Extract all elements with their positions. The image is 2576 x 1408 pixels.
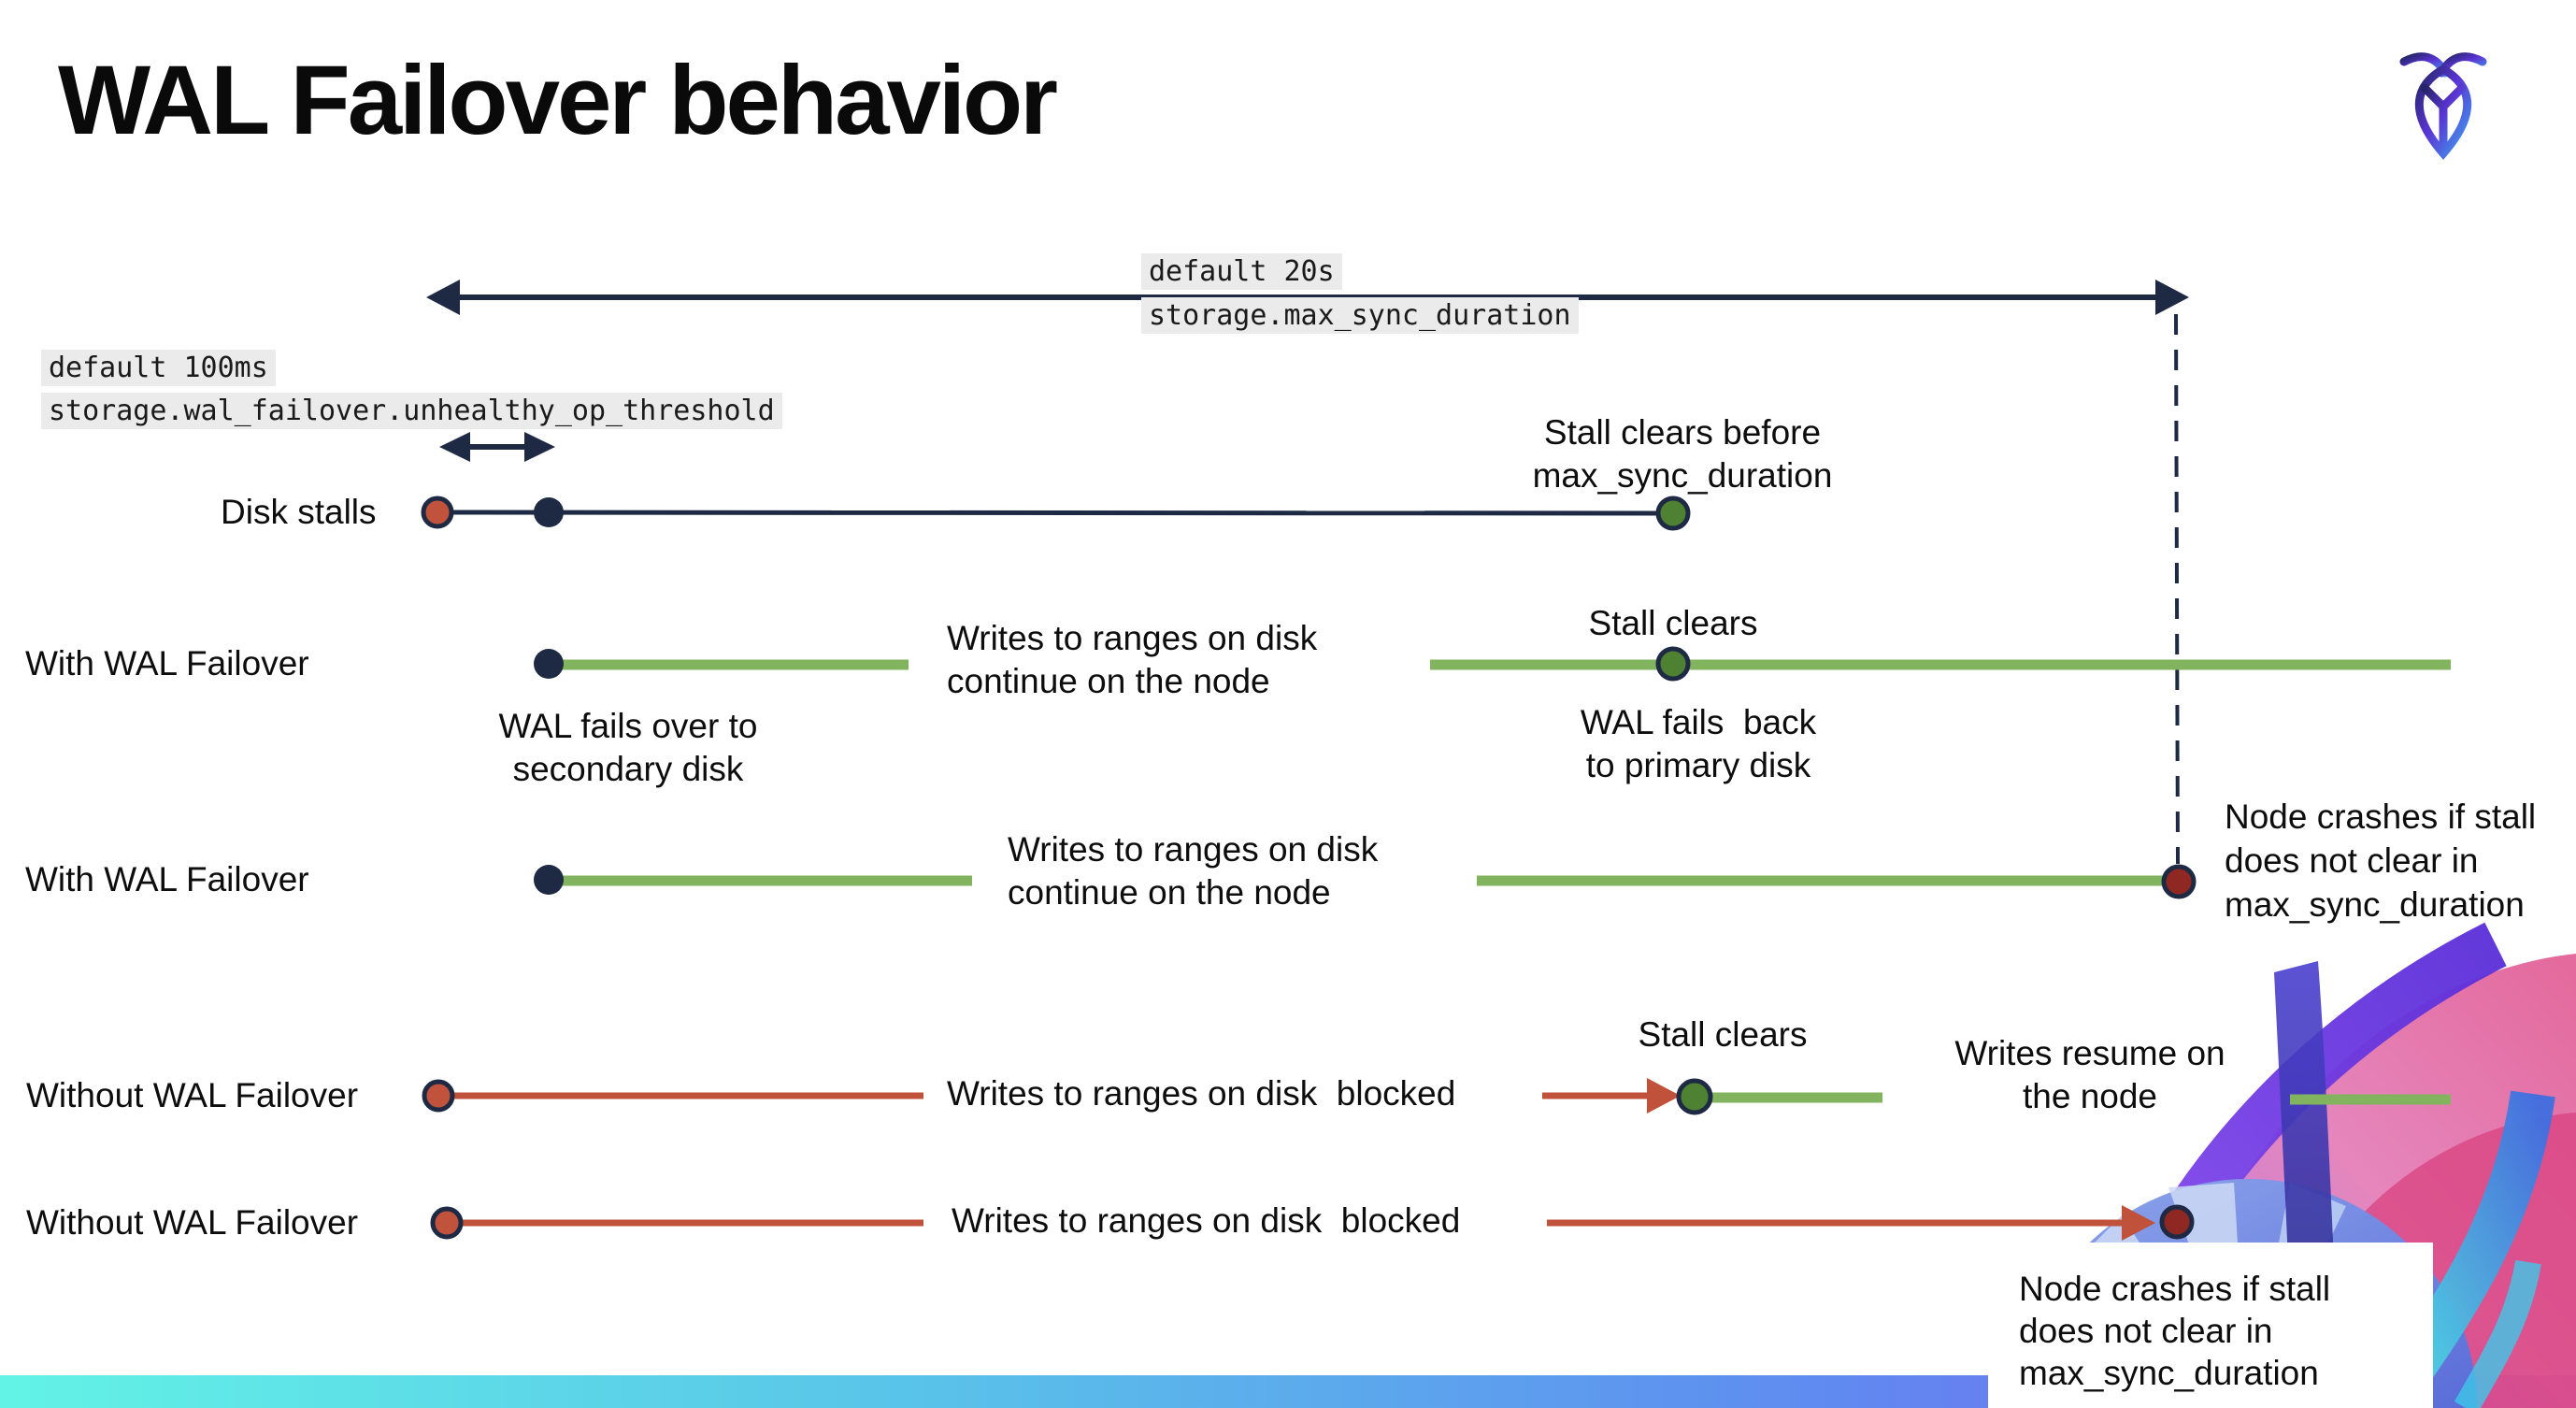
stall-clears-note: Stall clears <box>1638 1015 1808 1054</box>
row-with-failover-clears <box>534 646 2451 682</box>
threshold-default-label: default 100ms <box>41 350 276 386</box>
max-sync-deadline-line <box>2174 313 2180 865</box>
stall-clear-dot <box>1655 496 1691 531</box>
writes-continue-note: Writes to ranges on disk continue on the… <box>947 619 1318 700</box>
writes-continue-note: Writes to ranges on disk continue on the… <box>1008 830 1379 912</box>
node-crash-dot <box>2161 864 2197 899</box>
writes-resume-note: Writes resume on the node <box>1954 1034 2225 1115</box>
disk-stall-start-dot <box>422 1079 455 1113</box>
row-label-disk-stalls: Disk stalls <box>221 493 377 531</box>
unhealthy-op-threshold-arrow <box>439 432 555 462</box>
node-crashes-note: Node crashes if stall does not clear in … <box>2225 797 2537 924</box>
cockroachdb-logo-icon <box>2398 49 2488 161</box>
disk-stall-start-dot <box>430 1206 464 1240</box>
stall-clears-note: Stall clears <box>1588 604 1758 642</box>
max-sync-default-label: default 20s <box>1141 253 1342 290</box>
row-label-with-wal-failover-2: With WAL Failover <box>25 860 309 898</box>
wal-fails-back-note: WAL fails back to primary disk <box>1580 703 1817 784</box>
page-title: WAL Failover behavior <box>58 46 1058 155</box>
row-disk-stalls <box>421 496 1691 531</box>
row-without-failover-clears <box>422 1078 2451 1115</box>
row-label-without-wal-failover-2: Without WAL Failover <box>26 1203 359 1242</box>
threshold-setting-name: storage.wal_failover.unhealthy_op_thresh… <box>41 393 782 429</box>
wal-fails-over-note: WAL fails over to secondary disk <box>498 707 758 788</box>
node-crashes-note: Node crashes if stall does not clear in … <box>2019 1270 2331 1392</box>
crash-note-card <box>1988 1243 2433 1408</box>
row-label-without-wal-failover-1: Without WAL Failover <box>26 1076 359 1114</box>
failover-dot <box>534 649 564 679</box>
writes-blocked-note: Writes to ranges on disk blocked <box>952 1201 1461 1240</box>
stall-clear-dot <box>1676 1078 1713 1115</box>
max-sync-setting-name: storage.max_sync_duration <box>1141 297 1579 334</box>
writes-blocked-note: Writes to ranges on disk blocked <box>947 1074 1456 1113</box>
failover-dot <box>534 865 564 895</box>
row-with-failover-crash <box>534 864 2197 899</box>
row-without-failover-crash <box>430 1204 2195 1241</box>
node-crash-dot <box>2159 1204 2195 1240</box>
stall-clears-before-note: Stall clears before max_sync_duration <box>1532 413 1833 495</box>
disk-stall-start-dot <box>421 496 454 529</box>
row-label-with-wal-failover-1: With WAL Failover <box>25 644 309 682</box>
failover-threshold-dot <box>534 497 564 527</box>
stall-clear-dot <box>1655 646 1691 682</box>
